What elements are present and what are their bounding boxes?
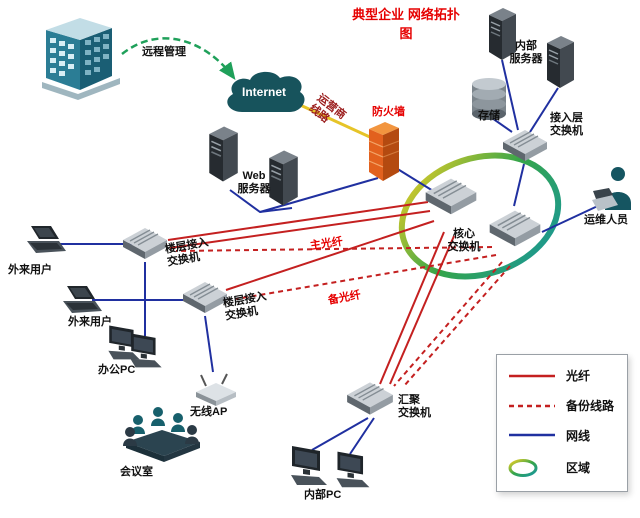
core-switch-1-icon bbox=[422, 174, 480, 225]
ops-person-label: 运维人员 bbox=[584, 214, 628, 226]
external-laptop-1-icon bbox=[22, 224, 70, 267]
firewall-icon bbox=[364, 120, 404, 191]
storage-label: 存储 bbox=[478, 110, 500, 122]
legend: 光纤 备份线路 网线 bbox=[496, 354, 628, 492]
legend-item-fiber: 光纤 bbox=[507, 367, 617, 384]
legend-item-backup: 备份线路 bbox=[507, 397, 617, 414]
firewall-label: 防火墙 bbox=[372, 106, 405, 118]
backup-line-sample-icon bbox=[509, 404, 555, 407]
core-switch-label: 核心 交换机 bbox=[447, 228, 481, 253]
cable-lines bbox=[56, 59, 603, 455]
legend-zone-label: 区域 bbox=[566, 461, 591, 476]
remote-mgmt-label: 远程管理 bbox=[142, 46, 186, 58]
legend-cable-label: 网线 bbox=[566, 428, 591, 443]
internal-pc-label: 内部PC bbox=[304, 489, 342, 501]
internet-label: Internet bbox=[241, 85, 286, 99]
floor-switch-1-icon bbox=[120, 224, 170, 269]
external-user-2-label: 外来用户 bbox=[68, 316, 112, 328]
web-server-label: Web 服务器 bbox=[237, 170, 271, 195]
ops-person-icon bbox=[590, 164, 636, 221]
legend-item-cable: 网线 bbox=[507, 427, 617, 444]
internal-pc-2-icon bbox=[332, 448, 374, 495]
core-zone-ring bbox=[398, 152, 562, 280]
internal-server-label: 内部 服务器 bbox=[509, 40, 543, 65]
internal-pc-1-icon bbox=[286, 442, 332, 493]
diagram-title: 典型企业 网络拓扑图 bbox=[348, 6, 464, 44]
core-switch-2-icon bbox=[486, 206, 544, 257]
fiber-lines bbox=[167, 201, 455, 385]
office-pc-label: 办公PC bbox=[98, 364, 136, 376]
zone-ring-sample-icon bbox=[508, 458, 538, 477]
backup-lines bbox=[175, 246, 511, 387]
cable-line-sample-icon bbox=[509, 434, 555, 437]
carrier-link bbox=[297, 102, 373, 140]
fiber-line-sample-icon bbox=[509, 374, 555, 378]
remote-mgmt-link bbox=[121, 37, 236, 81]
aggregation-switch-icon bbox=[344, 378, 396, 425]
external-user-1-label: 外来用户 bbox=[8, 264, 52, 276]
legend-fiber-label: 光纤 bbox=[566, 369, 591, 384]
legend-item-zone: 区域 bbox=[507, 457, 617, 479]
access-layer-switch-label: 接入层 交换机 bbox=[550, 112, 583, 137]
hq-building-icon bbox=[28, 8, 128, 105]
access-layer-switch-icon bbox=[500, 126, 550, 171]
legend-backup-label: 备份线路 bbox=[566, 399, 615, 414]
meeting-room-label: 会议室 bbox=[120, 466, 153, 478]
diagram-title-line1: 典型企业 bbox=[352, 7, 405, 22]
wireless-ap-label: 无线AP bbox=[190, 406, 228, 418]
diagram-title-line2: 网络拓扑图 bbox=[399, 7, 460, 41]
aggregation-switch-label: 汇聚 交换机 bbox=[398, 394, 431, 419]
